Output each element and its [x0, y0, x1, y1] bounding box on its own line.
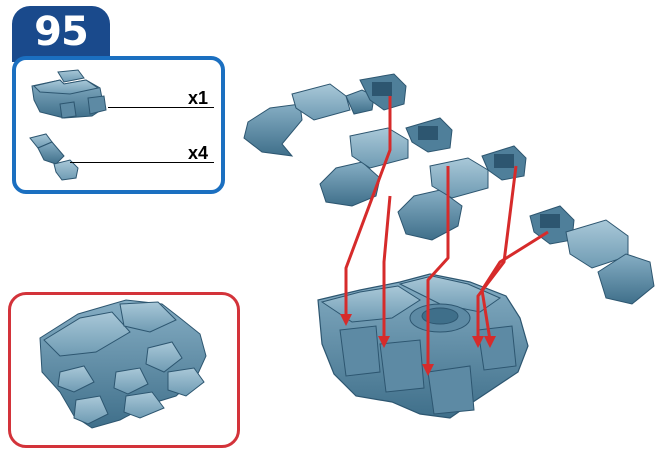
base-hub-piece — [317, 273, 529, 419]
assembled-result-model — [39, 299, 207, 429]
hinge-arm-1 — [243, 73, 407, 157]
hinge-arm-4 — [529, 205, 655, 305]
arrow-2-head — [378, 336, 390, 348]
small-hinge-part-icon — [29, 133, 79, 181]
part-2-quantity: x4 — [188, 143, 209, 163]
arrow-heads — [340, 314, 496, 376]
arrow-1-head — [340, 314, 352, 326]
wide-connector-part-icon — [31, 69, 107, 119]
arrow-4 — [476, 165, 518, 340]
parts-box — [12, 56, 225, 194]
arrow-2 — [382, 195, 392, 340]
arrow-3 — [426, 166, 450, 368]
hinge-arm-3 — [397, 145, 527, 241]
part-1-leader-line — [108, 107, 214, 108]
hinge-arm-2 — [319, 117, 453, 207]
part-2-leader-line — [70, 162, 214, 163]
arrow-5 — [480, 230, 549, 341]
step-tab — [12, 6, 110, 62]
assembly-arrows — [344, 96, 549, 368]
arrow-3-head — [422, 364, 434, 376]
arrow-4-head — [472, 336, 484, 348]
part-1-quantity: x1 — [188, 88, 209, 108]
step-number: 95 — [34, 9, 89, 55]
arrow-5-head — [484, 336, 496, 348]
arrow-1 — [344, 96, 392, 318]
